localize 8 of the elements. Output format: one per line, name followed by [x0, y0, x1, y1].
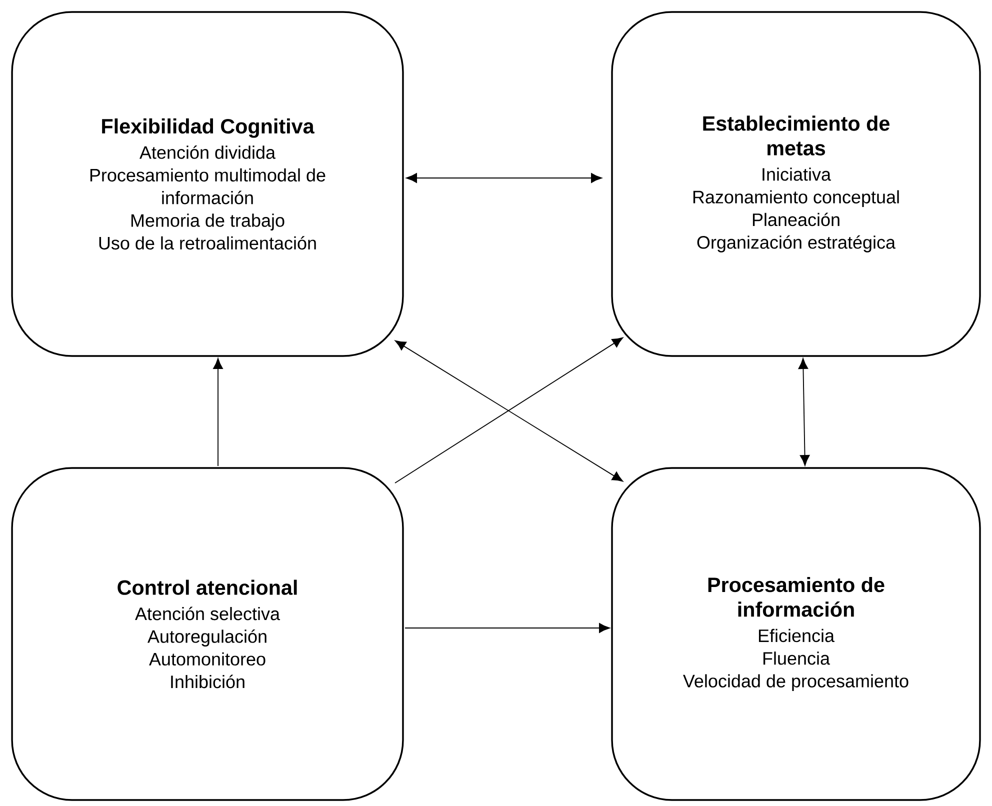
- rounded-box: Procesamiento de información Eficiencia Fluencia Velocidad de procesamiento: [611, 467, 981, 801]
- arrow: [213, 358, 223, 466]
- rounded-box: Flexibilidad Cognitiva Atención dividida Procesamiento multimodal de información Memoria de trabajo Uso de la retroalimentación: [11, 11, 404, 357]
- rounded-box: Establecimiento de metas Iniciativa Razonamiento conceptual Planeación Organización estratégica: [611, 11, 981, 357]
- arrow: [406, 173, 602, 183]
- rounded-box: Control atencional Atención selectiva Autoregulación Automonitoreo Inhibición: [11, 467, 404, 801]
- arrow: [404, 623, 610, 633]
- arrow: [798, 358, 810, 466]
